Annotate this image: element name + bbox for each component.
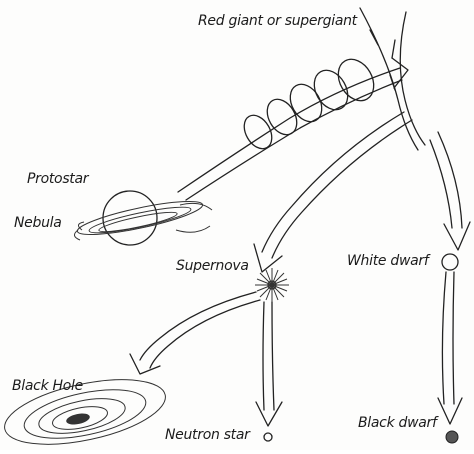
label-protostar: Protostar: [27, 172, 88, 186]
label-black-hole: Black Hole: [12, 379, 83, 393]
arrow-supernova-to-neutron-star: [256, 302, 282, 426]
arrow-red-giant-to-white-dwarf: [430, 132, 470, 250]
label-supernova: Supernova: [176, 259, 249, 273]
label-black-dwarf: Black dwarf: [358, 416, 437, 430]
expanding-star-bulges: [239, 53, 381, 154]
arrow-white-dwarf-to-black-dwarf: [438, 272, 462, 424]
arrow-red-giant-to-supernova: [254, 112, 412, 272]
label-neutron-star: Neutron star: [165, 428, 250, 442]
protostar-shape: [103, 191, 157, 245]
label-nebula: Nebula: [14, 216, 62, 230]
arrow-supernova-to-black-hole: [130, 292, 260, 374]
white-dwarf-shape: [442, 254, 458, 270]
label-red-giant: Red giant or supergiant: [198, 14, 357, 28]
neutron-star-shape: [264, 433, 272, 441]
black-dwarf-shape: [446, 431, 458, 443]
supernova-burst: [255, 268, 289, 302]
label-white-dwarf: White dwarf: [347, 254, 428, 268]
nebula-swirl: [74, 195, 212, 241]
